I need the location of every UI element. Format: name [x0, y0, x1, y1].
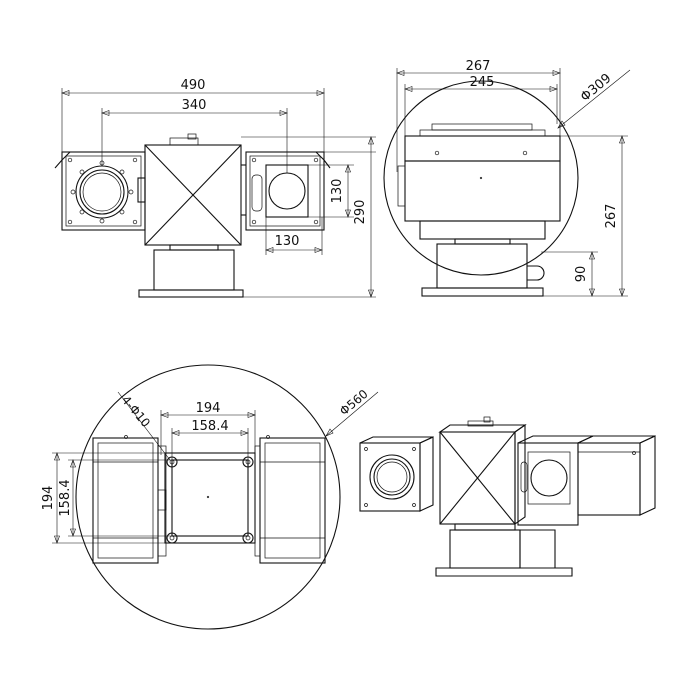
- iso-sunshade: [577, 442, 641, 516]
- dim-rotation-diameter: Φ309: [578, 71, 614, 105]
- dim-base-height: 90: [574, 266, 589, 283]
- bottom-left-housing: [92, 437, 159, 564]
- dim-lens-spacing: 340: [182, 98, 207, 113]
- dim-overall-width: 490: [181, 78, 206, 93]
- left-lens-ring: [75, 165, 129, 219]
- dim-window-height: 130: [330, 179, 345, 204]
- mount-hole: [166, 532, 178, 544]
- dim-window-width: 130: [275, 234, 300, 249]
- dim-side-height: 267: [604, 204, 619, 229]
- front-pedestal: [153, 249, 235, 291]
- bottom-mount-plate: [164, 452, 256, 544]
- front-view: 490 340 130 130 290: [54, 78, 376, 298]
- side-base-plate: [421, 287, 544, 297]
- iso-left-housing: [359, 442, 421, 512]
- mount-hole: [242, 532, 254, 544]
- dim-depth-inner: 245: [470, 75, 495, 90]
- dim-bolt-span: 194: [196, 401, 221, 416]
- bottom-right-housing: [259, 437, 326, 564]
- bottom-view: 194 158.4 4-Φ10 Φ560 194 158.4: [41, 364, 379, 630]
- side-view: 267 245 Φ309 267 90: [383, 59, 631, 297]
- dim-overall-height: 290: [353, 200, 368, 225]
- dim-depth-outer: 267: [466, 59, 491, 74]
- dim-plate-span-vertical: 158.4: [58, 479, 73, 516]
- perspective-view: [359, 416, 656, 577]
- right-camera-housing: [245, 151, 325, 231]
- dim-plate-span: 158.4: [191, 419, 228, 434]
- left-lens: [79, 169, 125, 215]
- front-base-plate: [138, 289, 244, 298]
- side-pedestal: [436, 243, 528, 289]
- dim-hole-spec: 4-Φ10: [119, 393, 153, 430]
- iso-pedestal: [449, 529, 521, 569]
- side-body: [404, 160, 561, 222]
- bottom-swing-circle: [75, 364, 341, 630]
- dim-bolt-span-vertical: 194: [41, 486, 56, 511]
- side-rotation-circle: [383, 80, 579, 276]
- side-top-housing: [404, 135, 561, 162]
- iso-base-plate: [435, 567, 573, 577]
